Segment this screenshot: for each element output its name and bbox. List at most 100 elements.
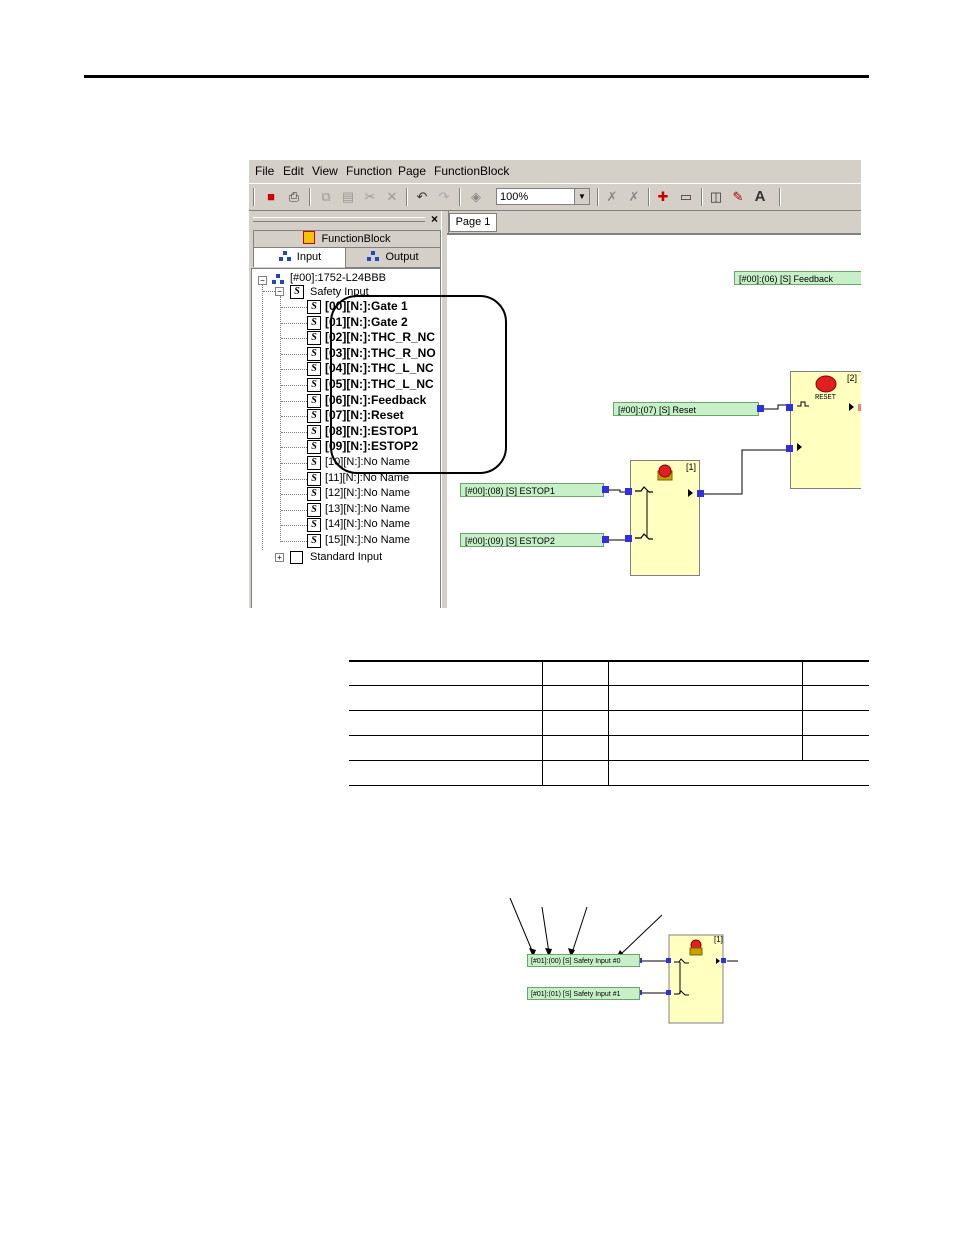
estop-function-block[interactable]: [1] bbox=[630, 460, 700, 576]
tree-item[interactable]: [00][N:]:Gate 1 bbox=[325, 299, 408, 313]
wire-reset bbox=[762, 404, 787, 410]
tree-item[interactable]: [06][N:]:Feedback bbox=[325, 393, 427, 407]
print-icon[interactable]: ⎙ bbox=[288, 189, 300, 204]
tree-item[interactable]: [14][N:]:No Name bbox=[325, 518, 410, 530]
undo-icon[interactable]: ↶ bbox=[416, 189, 428, 204]
disable2-icon[interactable]: ✗ bbox=[628, 189, 640, 204]
tree-guide bbox=[281, 525, 307, 526]
table-rule bbox=[349, 760, 869, 761]
tag-reset[interactable]: [#00]:(07) [S] Reset bbox=[613, 402, 759, 416]
tab-functionblock[interactable]: FunctionBlock bbox=[253, 230, 441, 249]
contact-symbol-icon bbox=[635, 533, 653, 540]
table-column-rule bbox=[802, 662, 803, 760]
tag-feedback[interactable]: [#00]:(06) [S] Feedback bbox=[734, 271, 861, 285]
table-rule bbox=[349, 785, 869, 786]
output-arrow-icon bbox=[716, 958, 720, 964]
connector[interactable] bbox=[625, 535, 632, 542]
safety-s-icon: S bbox=[307, 362, 321, 376]
tree-guide bbox=[280, 296, 281, 542]
tab-page-1[interactable]: Page 1 bbox=[449, 213, 497, 232]
connector[interactable] bbox=[757, 405, 764, 412]
callout-arrow bbox=[568, 948, 575, 957]
add-page-icon[interactable]: ✚ bbox=[657, 189, 669, 204]
toolbar-separator bbox=[253, 188, 254, 206]
tree-item[interactable]: [01][N:]:Gate 2 bbox=[325, 315, 408, 329]
page-top-rule bbox=[84, 75, 869, 78]
output-arrow-icon bbox=[688, 489, 693, 497]
tree-guide bbox=[281, 479, 307, 480]
tree-item[interactable]: [13][N:]:No Name bbox=[325, 503, 410, 515]
tab-input[interactable]: Input bbox=[253, 247, 347, 267]
reset-function-block[interactable]: [2] RESET bbox=[790, 371, 861, 489]
connector[interactable] bbox=[602, 536, 609, 543]
tree-item[interactable]: [08][N:]:ESTOP1 bbox=[325, 424, 419, 438]
find-icon[interactable]: ◈ bbox=[471, 189, 481, 204]
menu-page[interactable]: Page bbox=[398, 164, 427, 178]
panel-grip[interactable] bbox=[253, 217, 425, 222]
tree-item[interactable]: [15][N:]:No Name bbox=[325, 534, 410, 546]
expand-icon[interactable]: + bbox=[275, 553, 284, 562]
menu-function[interactable]: Function bbox=[346, 164, 393, 178]
cut-icon[interactable]: ✂ bbox=[364, 189, 376, 204]
tree-item[interactable]: [11][N:]:No Name bbox=[325, 472, 410, 484]
toolbar-separator bbox=[309, 188, 310, 206]
disable-icon[interactable]: ✗ bbox=[606, 189, 618, 204]
tree-item[interactable]: [07][N:]:Reset bbox=[325, 408, 404, 422]
io-tree[interactable]: − [#00]:1752-L24BBB − S Safety Input S [0… bbox=[251, 268, 441, 608]
export-icon[interactable]: ◫ bbox=[709, 189, 723, 204]
menu-functionblock[interactable]: FunctionBlock bbox=[434, 164, 510, 178]
network-icon bbox=[367, 251, 380, 261]
connector[interactable] bbox=[602, 486, 609, 493]
edit-icon[interactable]: ✎ bbox=[732, 189, 744, 204]
paste-icon[interactable]: ▤ bbox=[341, 189, 355, 204]
connector[interactable] bbox=[625, 488, 632, 495]
tree-root[interactable]: [#00]:1752-L24BBB bbox=[290, 272, 387, 284]
delete-icon[interactable]: ✕ bbox=[386, 189, 398, 204]
connector[interactable] bbox=[697, 490, 704, 497]
contact-symbol-icon bbox=[635, 486, 653, 493]
tree-guide bbox=[281, 323, 307, 324]
tree-item[interactable]: [09][N:]:ESTOP2 bbox=[325, 439, 419, 453]
menu-edit[interactable]: Edit bbox=[283, 164, 304, 178]
connector[interactable] bbox=[858, 404, 861, 411]
collapse-icon[interactable]: − bbox=[275, 287, 284, 296]
remove-page-icon[interactable]: ▭ bbox=[679, 189, 693, 204]
tab-input-label: Input bbox=[296, 251, 322, 263]
safety-s-icon: S bbox=[307, 534, 321, 548]
contact-symbol-icon bbox=[674, 958, 689, 964]
tag-estop1[interactable]: [#00]:(08) [S] ESTOP1 bbox=[460, 483, 604, 497]
tree-item[interactable]: [02][N:]:THC_R_NC bbox=[325, 330, 435, 344]
chevron-down-icon[interactable]: ▼ bbox=[574, 189, 589, 204]
tree-safety-input[interactable]: Safety Input bbox=[310, 286, 369, 298]
copy-icon[interactable]: ⧉ bbox=[321, 189, 331, 204]
toolbar: ■ ⎙ ⧉ ▤ ✂ ✕ ↶ ↷ ◈ 100% ▼ ✗ ✗ ✚ ▭ ◫ ✎ A bbox=[249, 183, 861, 211]
menu-view[interactable]: View bbox=[312, 164, 338, 178]
zoom-combo[interactable]: 100% ▼ bbox=[496, 188, 590, 205]
tree-item[interactable]: [04][N:]:THC_L_NC bbox=[325, 361, 434, 375]
tree-standard-input[interactable]: Standard Input bbox=[310, 551, 383, 563]
callout-arrow bbox=[545, 948, 552, 957]
tag-estop2[interactable]: [#00]:(09) [S] ESTOP2 bbox=[460, 533, 604, 547]
table-column-rule bbox=[542, 662, 543, 785]
redo-icon[interactable]: ↷ bbox=[438, 189, 450, 204]
tree-guide bbox=[281, 541, 307, 542]
new-icon[interactable]: ■ bbox=[267, 189, 275, 204]
functionblock-icon bbox=[303, 231, 316, 244]
tree-guide bbox=[281, 338, 307, 339]
tree-item[interactable]: [12][N:]:No Name bbox=[325, 487, 410, 499]
tree-guide bbox=[281, 494, 307, 495]
block-index: [2] bbox=[847, 373, 858, 383]
connector[interactable] bbox=[786, 404, 793, 411]
close-icon[interactable]: × bbox=[431, 212, 439, 226]
tree-guide bbox=[281, 354, 307, 355]
tag-safety-input-0: [#01]:(00) [S] Safety Input #0 bbox=[527, 954, 640, 967]
collapse-icon[interactable]: − bbox=[258, 276, 267, 285]
tree-item[interactable]: [03][N:]:THC_R_NO bbox=[325, 346, 436, 360]
text-icon[interactable]: A bbox=[754, 188, 766, 205]
tab-output[interactable]: Output bbox=[345, 247, 441, 268]
tree-item[interactable]: [10][N:]:No Name bbox=[325, 456, 410, 468]
menu-file[interactable]: File bbox=[255, 164, 275, 178]
connector[interactable] bbox=[786, 445, 793, 452]
tree-item[interactable]: [05][N:]:THC_L_NC bbox=[325, 377, 434, 391]
toolbar-separator bbox=[459, 188, 460, 206]
